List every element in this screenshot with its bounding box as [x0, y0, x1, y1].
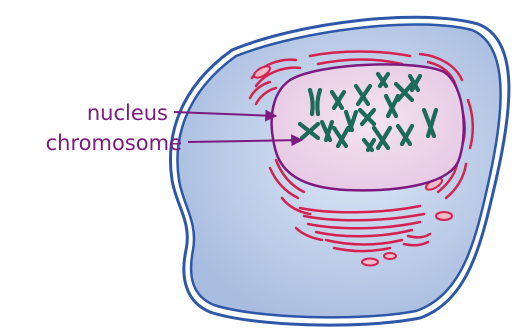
chromosome-label: chromosome [46, 131, 182, 155]
nucleus [272, 64, 464, 190]
nucleus-label: nucleus [87, 101, 168, 125]
